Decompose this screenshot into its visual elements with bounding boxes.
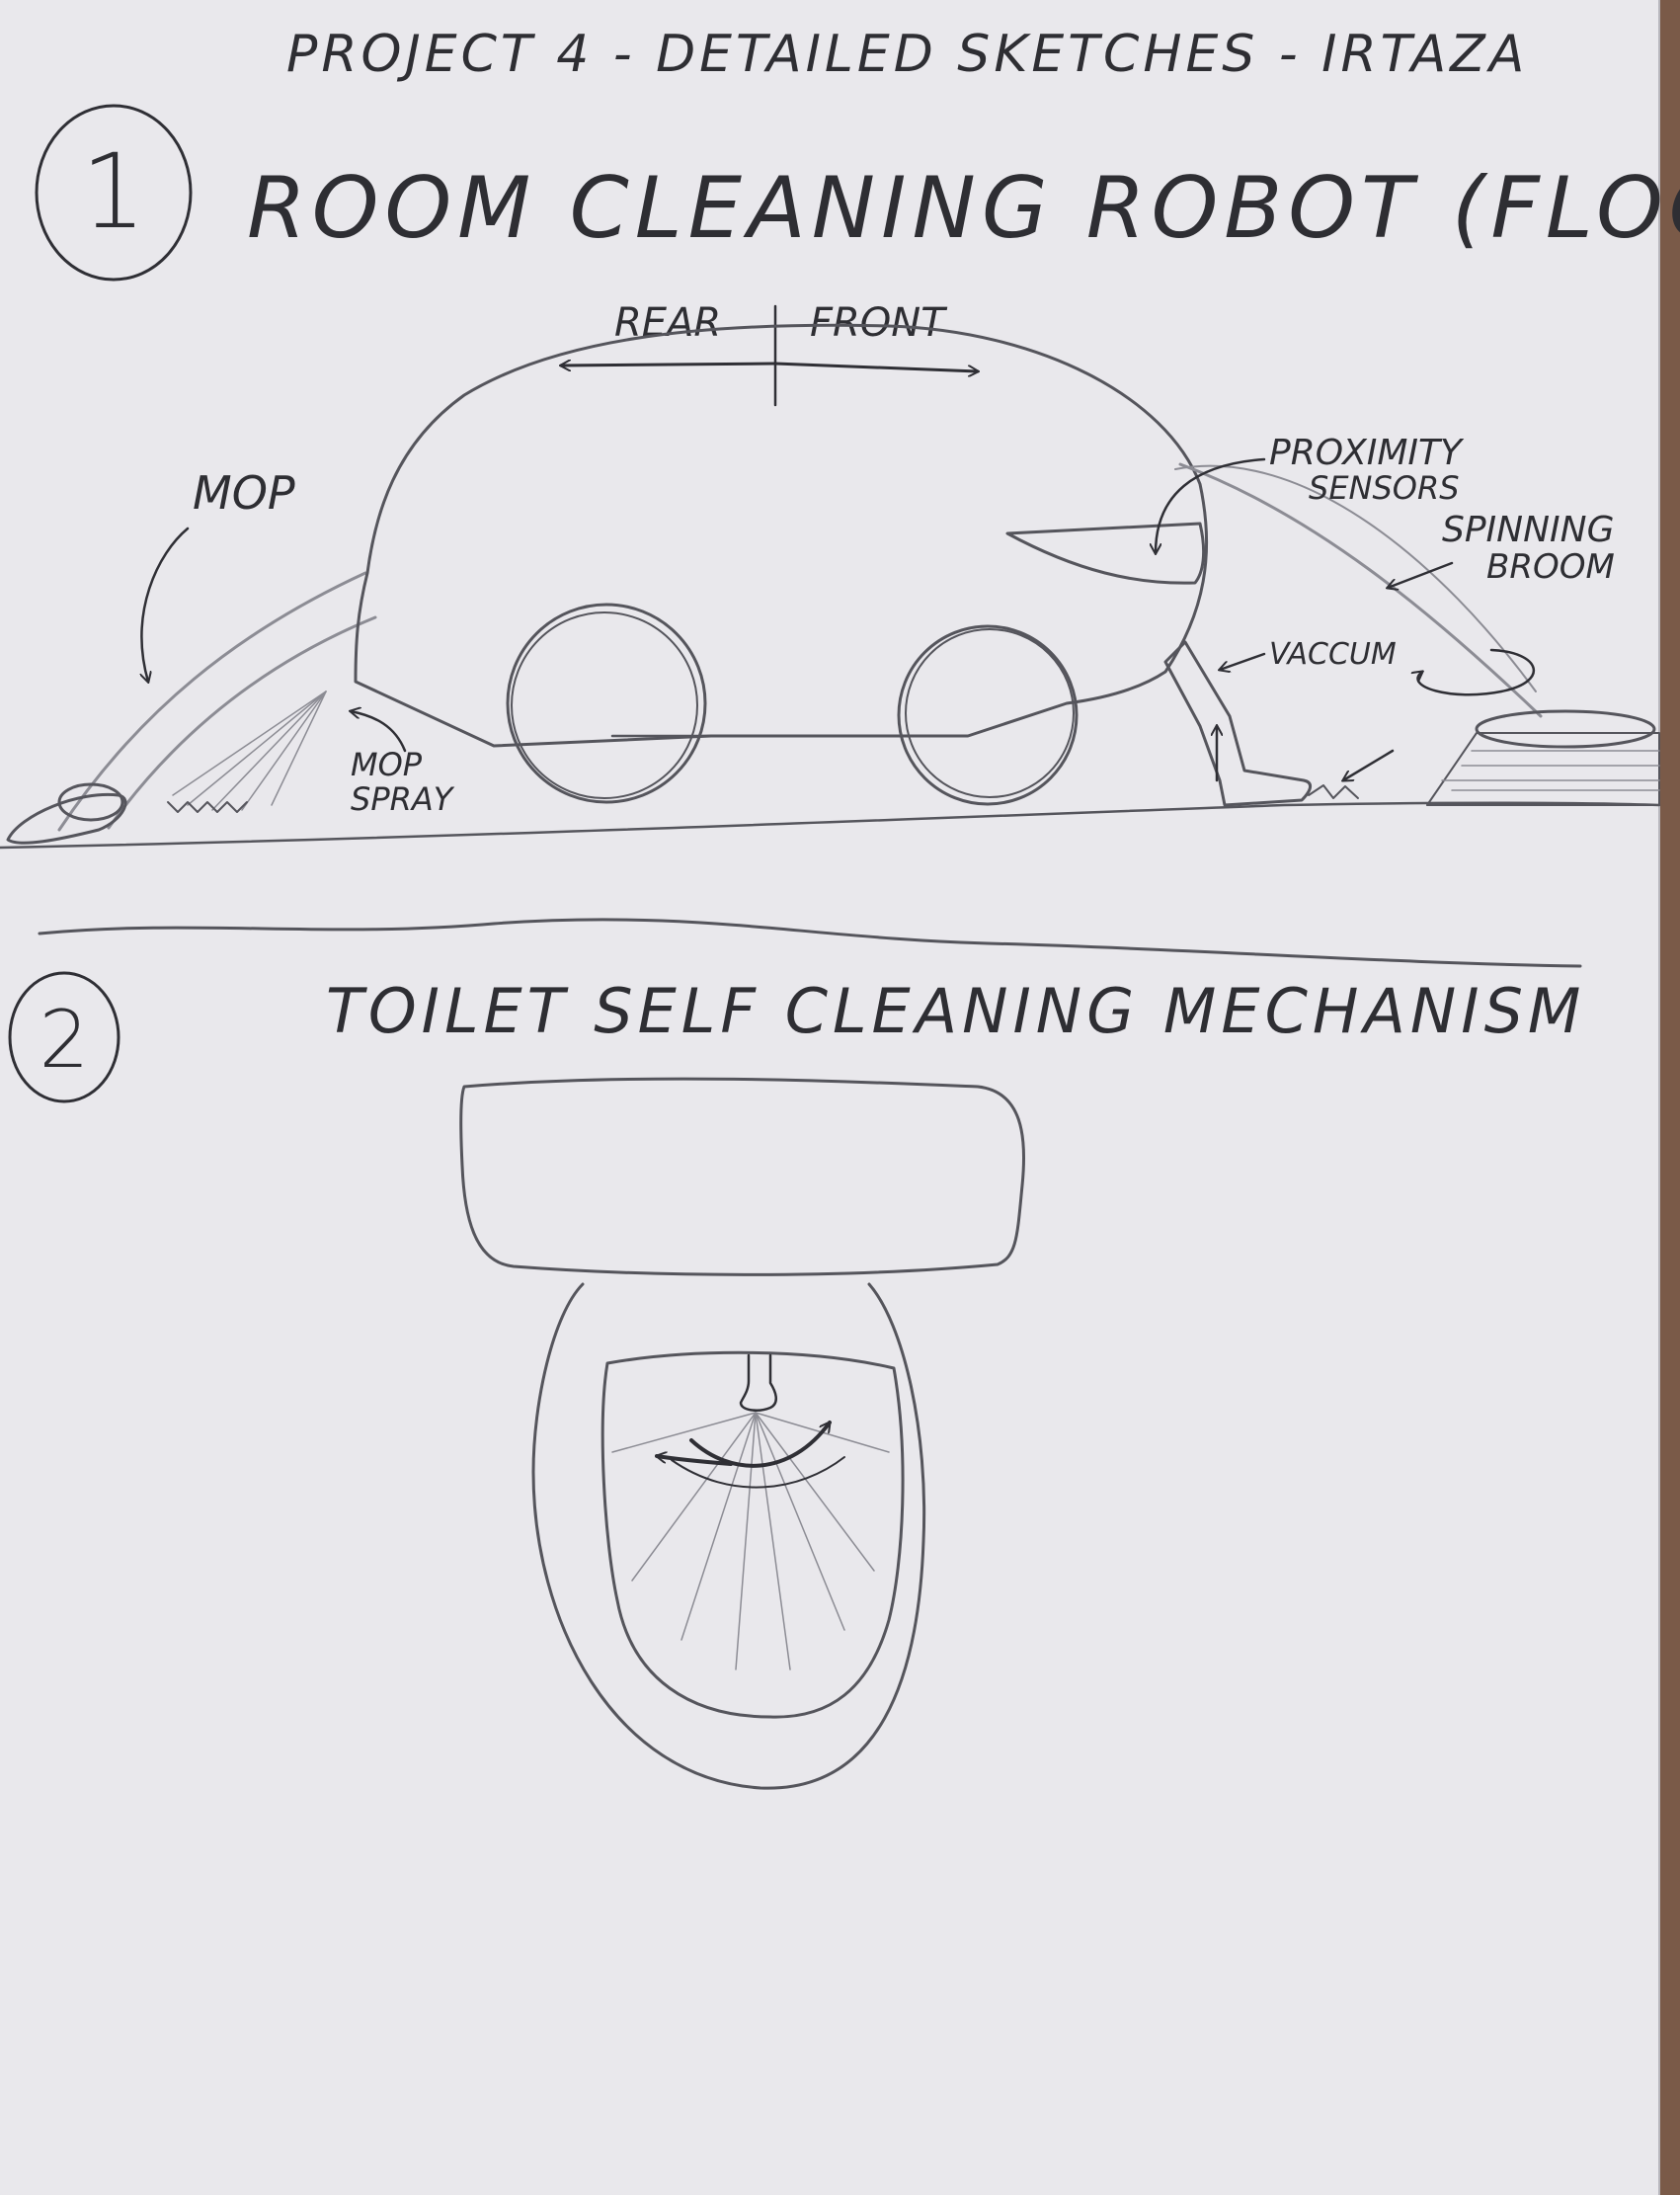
spinning-broom-leader (1388, 561, 1454, 588)
vacuum-nozzle (1163, 640, 1312, 807)
toilet-bowl-inner (600, 1350, 905, 1719)
sketch-1-number: 1 (81, 131, 146, 252)
mop-spray-label-1: MOP (351, 746, 423, 783)
rotation-arc-under (671, 1456, 845, 1489)
debris (1308, 784, 1359, 799)
rotation-arrow (689, 1423, 832, 1468)
front-arrow (773, 362, 978, 371)
mop-pad (6, 792, 127, 845)
mop-head (57, 782, 124, 822)
spinning-broom-label-1: SPINNING (1442, 510, 1614, 550)
broom-arm-upper (1174, 464, 1537, 692)
robot-body (354, 323, 1209, 748)
spray-droplets (167, 801, 248, 813)
sketch-2-title: TOILET SELF CLEANING MECHANISM (326, 975, 1585, 1047)
mop-spray-leader (351, 711, 407, 753)
mop-spray-label-2: SPRAY (351, 780, 455, 818)
spinning-broom-label-2: BROOM (1486, 547, 1615, 587)
toilet-tank (459, 1077, 1026, 1276)
sketch-1-number-circle (35, 104, 193, 282)
rotation-arrow-left (657, 1456, 733, 1466)
proximity-label-1: PROXIMITY (1269, 433, 1465, 473)
sketch-2-number: 2 (40, 994, 90, 1086)
front-wheel (897, 624, 1079, 806)
broom-spin-arrow (1417, 648, 1535, 696)
front-label: FRONT (810, 300, 948, 346)
cleaning-nozzle (739, 1353, 777, 1412)
proximity-sensor (1005, 522, 1206, 585)
mop-label: MOP (193, 466, 295, 520)
cleaning-spray (611, 1412, 890, 1670)
vacuum-leader (1220, 652, 1266, 670)
rear-arrow (561, 364, 777, 366)
mop-spray (172, 691, 327, 811)
floor-line (0, 801, 1661, 850)
debris-arrow (1343, 749, 1395, 780)
rear-wheel (506, 603, 707, 804)
broom-arm (1178, 462, 1543, 718)
proximity-leader (1156, 457, 1266, 553)
sketch-1-title: ROOM CLEANING ROBOT (FLOOR) (247, 159, 1680, 258)
page-header-title: PROJECT 4 - DETAILED SKETCHES - IRTAZA (286, 25, 1528, 84)
mop-leader (142, 527, 190, 682)
desk-edge (1659, 0, 1680, 2195)
proximity-label-2: SENSORS (1309, 469, 1460, 507)
vacuum-label: VACCUM (1269, 637, 1397, 672)
section-divider (38, 918, 1582, 968)
sketch-2-number-circle (8, 971, 120, 1103)
toilet-bowl-outer (531, 1282, 926, 1790)
